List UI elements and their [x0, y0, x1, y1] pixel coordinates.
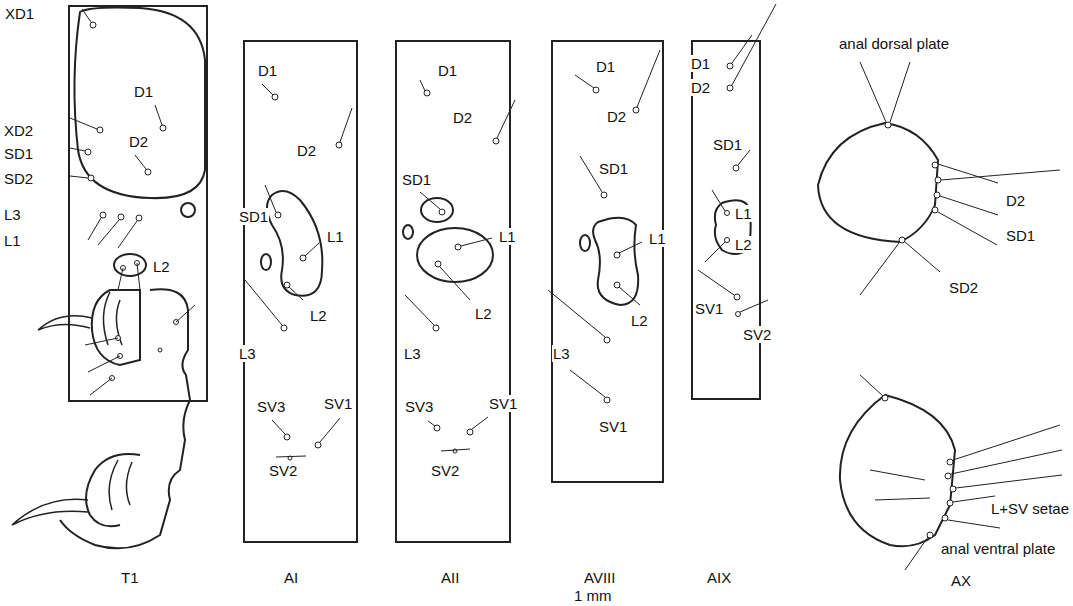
seta-label: D2 — [452, 109, 473, 126]
seta-label: SD1 — [598, 160, 629, 177]
segment-label: AIX — [706, 569, 732, 586]
seta-label: SD2 — [948, 279, 979, 296]
seta-label: SV2 — [268, 462, 298, 479]
seta-label: L3 — [403, 345, 422, 362]
seta-label: L2 — [474, 305, 493, 322]
seta-label: L3 — [3, 206, 22, 223]
seta-label: D1 — [133, 83, 154, 100]
segment-box: D1D2SD1L1L2SV1SV2AIX — [691, 40, 761, 400]
segment-label: AI — [283, 569, 299, 586]
seta-label: L1 — [498, 228, 517, 245]
segment-box: D1D2SD1L1L2L3SV1AVIII — [551, 40, 664, 483]
seta-label: SV1 — [598, 418, 628, 435]
seta-label: L3 — [552, 345, 571, 362]
seta-label: L2 — [630, 312, 649, 329]
plate-label: anal ventral plate — [940, 540, 1056, 557]
seta-label: SV2 — [430, 462, 460, 479]
seta-label: L1 — [648, 230, 667, 247]
segment-label: AX — [950, 572, 972, 589]
seta-label: D1 — [257, 62, 278, 79]
seta-label: SV3 — [256, 398, 286, 415]
seta-label: L+SV setae — [990, 500, 1070, 517]
seta-label: D1 — [595, 58, 616, 75]
seta-label: D1 — [690, 55, 711, 72]
seta-label: SV1 — [694, 300, 724, 317]
segment-label: AVIII — [583, 569, 616, 586]
segment-box: D1D2SD1L1L2L3SV3SV1SV2AII — [395, 40, 511, 543]
seta-label: D2 — [606, 108, 627, 125]
seta-label: XD1 — [4, 5, 35, 22]
seta-label: SD1 — [712, 136, 743, 153]
seta-label: SV1 — [323, 395, 353, 412]
seta-label: D2 — [296, 142, 317, 159]
seta-label: SV2 — [742, 326, 772, 343]
seta-label: SD2 — [3, 170, 34, 187]
seta-label: L1 — [734, 205, 753, 222]
segment-box: D1D2SD1L1L2L3SV3SV1SV2AI — [243, 40, 358, 543]
seta-label: L2 — [152, 258, 171, 275]
seta-label: L1 — [326, 228, 345, 245]
segment-label: AII — [440, 569, 460, 586]
seta-label: D2 — [128, 133, 149, 150]
seta-label: SD1 — [238, 208, 269, 225]
seta-label: SD1 — [401, 171, 432, 188]
seta-label: D2 — [1005, 192, 1026, 209]
seta-label: D1 — [437, 62, 458, 79]
seta-label: SD1 — [1005, 227, 1036, 244]
seta-label: D2 — [690, 79, 711, 96]
plate-label: anal dorsal plate — [838, 35, 950, 52]
seta-label: SV1 — [488, 395, 518, 412]
segment-box: XD1D1XD2D2SD1SD2L3L1L2T1 — [68, 5, 208, 402]
seta-label: L1 — [3, 232, 22, 249]
scale-label: 1 mm — [573, 587, 613, 604]
segment-label: T1 — [120, 569, 140, 586]
seta-label: L2 — [309, 307, 328, 324]
seta-label: SD1 — [3, 145, 34, 162]
seta-label: XD2 — [3, 122, 34, 139]
seta-label: L3 — [238, 345, 257, 362]
seta-label: L2 — [734, 236, 753, 253]
seta-label: SV3 — [404, 398, 434, 415]
